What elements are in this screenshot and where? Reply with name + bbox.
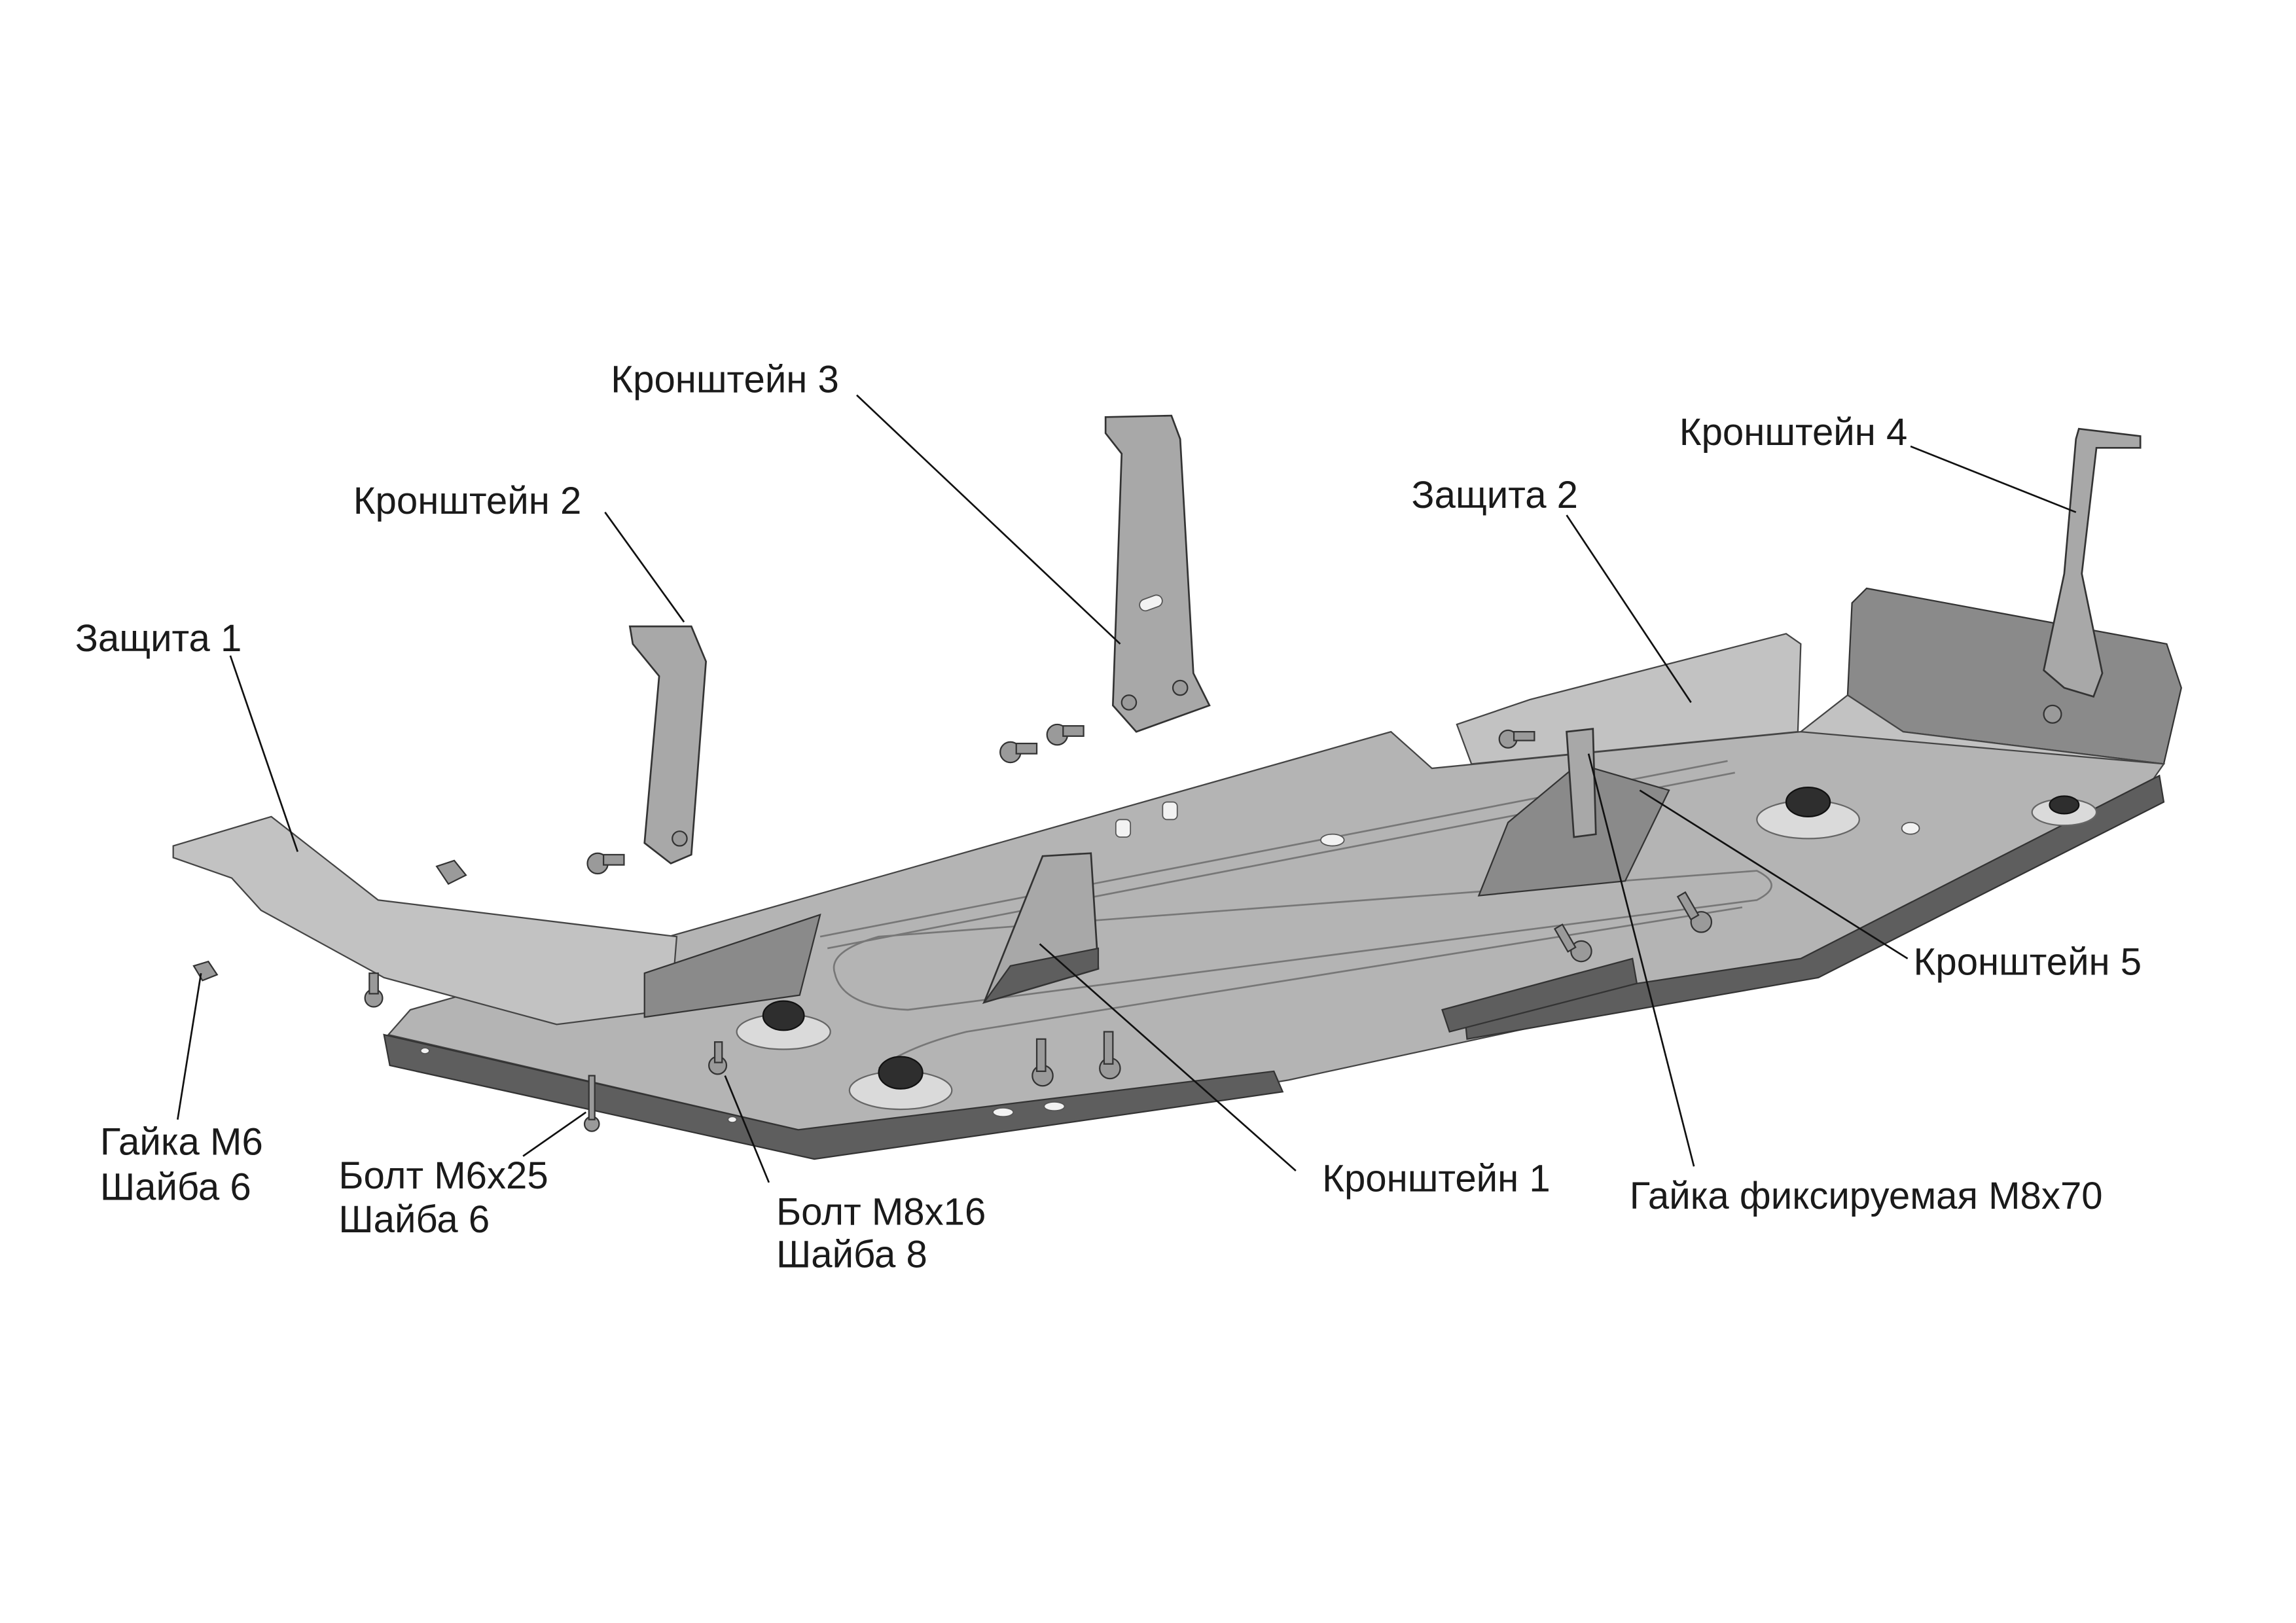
label-bracket-1: Кронштейн 1 <box>1322 1157 1551 1200</box>
main-skid-plate <box>383 730 2165 1160</box>
rubber-mounts <box>736 786 2098 1111</box>
label-bolt-m8x16: Болт М8х16 <box>776 1191 986 1234</box>
label-bracket-2: Кронштейн 2 <box>353 480 582 522</box>
bracket-1-foot <box>982 947 1100 1004</box>
label-bracket-5: Кронштейн 5 <box>1914 940 2142 983</box>
label-washer-6-b: Шайба 6 <box>338 1198 490 1241</box>
label-nut-m6: Гайка М6 <box>100 1120 263 1163</box>
label-washer-6-a: Шайба 6 <box>100 1166 251 1209</box>
label-guard-2: Защита 2 <box>1412 474 1578 516</box>
label-bracket-3: Кронштейн 3 <box>611 358 839 401</box>
bracket-2 <box>628 625 708 865</box>
label-bolt-m6x25: Болт М6х25 <box>338 1154 548 1197</box>
leader-lines <box>177 394 2077 1183</box>
label-fixed-nut-m8x70: Гайка фиксируемая М8х70 <box>1630 1175 2103 1217</box>
bracket-3 <box>1104 414 1211 733</box>
bracket-4 <box>2043 427 2142 698</box>
label-bracket-4: Кронштейн 4 <box>1679 411 1908 454</box>
label-washer-8: Шайба 8 <box>776 1234 927 1276</box>
guard-1 <box>172 815 821 1026</box>
label-guard-1: Защита 1 <box>75 617 242 660</box>
fasteners <box>192 679 2062 1132</box>
